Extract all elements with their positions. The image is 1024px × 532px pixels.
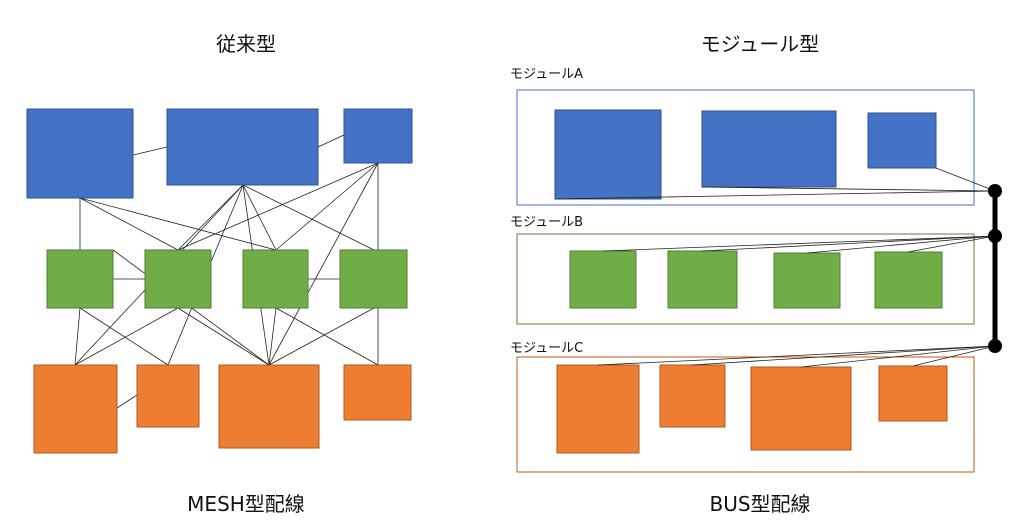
- module-c-box: [750, 366, 852, 451]
- mesh-green-box: [242, 249, 309, 309]
- module-b-box: [874, 251, 943, 309]
- mesh-orange-box: [343, 364, 412, 421]
- module-b-nodes: [569, 250, 943, 309]
- mesh-green-box: [46, 249, 114, 309]
- left-title: 従来型: [216, 32, 276, 56]
- mesh-green-nodes: [46, 249, 408, 309]
- module-a-nodes: [554, 109, 937, 200]
- left-caption: MESH型配線: [187, 492, 305, 516]
- mesh-orange-box: [33, 364, 118, 454]
- right-title: モジュール型: [700, 32, 820, 56]
- bus-wires: [554, 167, 996, 368]
- module-c-nodes: [556, 364, 948, 454]
- module-c-label: モジュールC: [510, 341, 584, 356]
- mesh-blue-box: [26, 108, 134, 199]
- module-b-box: [569, 250, 637, 309]
- module-b-box: [667, 250, 738, 309]
- bus-diagram: [516, 89, 1002, 473]
- module-c-frame: [516, 356, 975, 473]
- mesh-green-box: [339, 249, 408, 309]
- mesh-blue-box: [343, 108, 413, 164]
- module-c-box: [556, 364, 640, 454]
- module-a-label: モジュールA: [510, 67, 583, 82]
- mesh-orange-box: [218, 364, 320, 449]
- mesh-diagram: [26, 108, 413, 454]
- mesh-orange-box: [136, 364, 200, 428]
- module-a-box: [554, 109, 662, 200]
- mesh-blue-nodes: [26, 108, 413, 199]
- module-a-frame: [516, 89, 975, 206]
- module-b-frame: [516, 233, 975, 325]
- right-caption: BUS型配線: [709, 492, 811, 516]
- mesh-green-box: [144, 249, 212, 309]
- module-b-label: モジュールB: [510, 215, 584, 230]
- module-a-box: [867, 112, 937, 169]
- mesh-blue-box: [166, 108, 319, 186]
- bus-port-c: [988, 339, 1002, 353]
- module-c-box: [659, 364, 726, 428]
- mesh-orange-nodes: [33, 364, 412, 454]
- bus-port-b: [988, 229, 1002, 243]
- module-b-box: [773, 252, 841, 309]
- module-c-box: [878, 365, 948, 422]
- module-a-box: [701, 110, 837, 188]
- bus-port-a: [988, 184, 1002, 198]
